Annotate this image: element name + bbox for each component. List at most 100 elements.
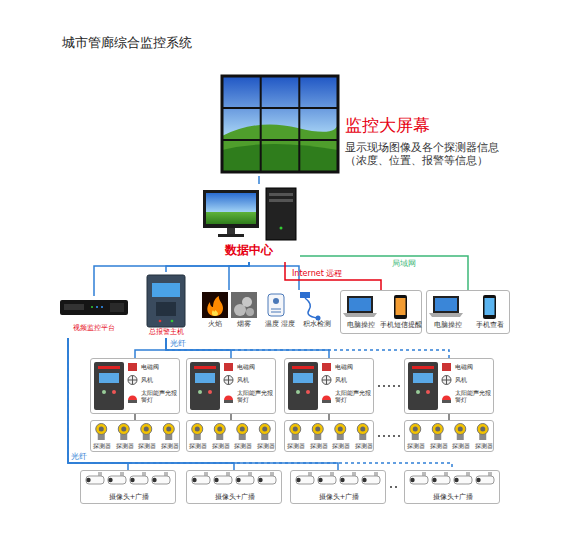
connector: [249, 262, 299, 290]
node-label: 视频监控平台: [58, 324, 130, 332]
node-label: 手机查看: [469, 322, 510, 329]
phone-screen: [485, 298, 495, 315]
node-label: 太阳能声光报警灯: [455, 390, 493, 404]
node-label: 探测器: [308, 443, 331, 450]
alarm-keypad: [156, 302, 176, 316]
controller-box: 电磁阀风机太阳能声光报警灯: [404, 358, 494, 414]
fire-photo: [202, 292, 228, 318]
node-label: 探测器: [285, 443, 308, 450]
node-label: 探测器: [187, 443, 210, 450]
controller-art: [190, 362, 233, 410]
node-label: 探测器: [353, 443, 376, 450]
laptop-screen: [435, 298, 457, 311]
node-label: 电磁阀: [455, 364, 493, 371]
node-label: 摄像头+广播: [291, 493, 387, 501]
node-label: 风机: [335, 377, 373, 384]
phone: [394, 295, 407, 319]
monitor-screen: [206, 193, 256, 224]
dvr-box: [60, 300, 128, 315]
camera-group: 摄像头+广播: [290, 470, 386, 504]
connector: [166, 338, 329, 358]
node-label: 探测器: [405, 443, 428, 450]
connector: [135, 338, 166, 358]
connector: [166, 338, 449, 358]
continuation-dots: [378, 386, 400, 487]
controller-box: 电磁阀风机太阳能声光报警灯: [284, 358, 374, 414]
node-label: 探测器: [450, 443, 473, 450]
node-label: 太阳能声光报警灯: [335, 390, 373, 404]
node-label: 探测器: [473, 443, 496, 450]
alarm-led: [159, 320, 162, 323]
screen-wall: 监控大屏幕显示现场图像及各个探测器信息（浓度、位置、报警等信息）: [218, 72, 508, 176]
monitor: [203, 190, 259, 228]
node-label: 温度 湿度: [262, 320, 298, 328]
detector-art: [96, 424, 175, 441]
lan-terminal: 电脑操控手机查看: [426, 290, 510, 334]
laptop-lid: [347, 296, 373, 313]
node-label: 探测器: [159, 443, 182, 450]
node-label: 数据中心: [198, 244, 300, 258]
drive-slot: [269, 199, 293, 202]
detector-art: [410, 424, 489, 441]
node-label: 手机短信提醒: [379, 322, 422, 329]
node-label: 积水检测: [298, 320, 336, 328]
laptop-screen: [349, 298, 371, 311]
node-label: 电脑操控: [341, 322, 381, 329]
node-label: 摄像头+广播: [187, 493, 283, 501]
controller-box: 电磁阀风机太阳能声光报警灯: [90, 358, 180, 414]
wall-frame: [222, 76, 338, 172]
controller-art: [288, 362, 331, 410]
laptop-base: [429, 313, 463, 317]
node-label: 探测器: [255, 443, 278, 450]
node-label: 太阳能声光报警灯: [141, 390, 179, 404]
node-label: 风机: [141, 377, 179, 384]
node-label: 监控大屏幕: [345, 116, 505, 136]
node-label: 探测器: [114, 443, 137, 450]
connector: [285, 262, 381, 290]
camera-art: [86, 472, 170, 484]
phone-screen: [396, 298, 406, 315]
detector-art: [290, 424, 369, 441]
wall-sky: [222, 76, 338, 172]
connector: [258, 176, 260, 184]
monitor-stand: [227, 228, 235, 234]
detector-art: [192, 424, 271, 441]
node-label: 电磁阀: [335, 364, 373, 371]
node-label: 摄像头+广播: [405, 493, 501, 501]
node-label: 火焰: [202, 320, 228, 328]
node-label: 电脑操控: [427, 322, 469, 329]
alarm-screen: [152, 283, 180, 297]
dvr-slot: [110, 303, 124, 312]
dvr-panel: [64, 304, 84, 310]
water-sensor: [300, 292, 310, 298]
temp-dial: [273, 298, 279, 304]
node-label: 风机: [237, 377, 275, 384]
controller-art: [408, 362, 451, 410]
detector-group: 探测器探测器探测器探测器: [186, 420, 276, 452]
temp-sensor: [268, 294, 284, 316]
camera-group: 摄像头+广播: [186, 470, 282, 504]
wall-hills: [222, 122, 338, 172]
node-label: 探测器: [210, 443, 233, 450]
power-led: [280, 227, 283, 230]
smoke-puff: [242, 297, 252, 307]
phone: [483, 295, 496, 319]
detector-group: 探测器探测器探测器探测器: [284, 420, 374, 452]
node-label: 探测器: [428, 443, 451, 450]
alarm-panel: [147, 275, 185, 327]
video-platform: 视频监控平台: [58, 296, 130, 338]
monitor-base: [218, 234, 244, 237]
flame: [207, 296, 223, 316]
data-center: 数据中心: [198, 184, 300, 262]
env-sensors: 温度 湿度积水检测: [262, 290, 336, 332]
connector: [94, 262, 249, 296]
node-label: 探测器: [232, 443, 255, 450]
connector: [68, 338, 452, 470]
alarm-host: 总报警主机: [140, 272, 192, 338]
edge-label: 光纤: [170, 339, 250, 348]
camera-art: [192, 472, 276, 484]
dvr-led: [91, 306, 93, 308]
node-label: 显示现场图像及各个探测器信息（浓度、位置、报警等信息）: [345, 142, 507, 167]
laptop-base: [343, 313, 377, 317]
